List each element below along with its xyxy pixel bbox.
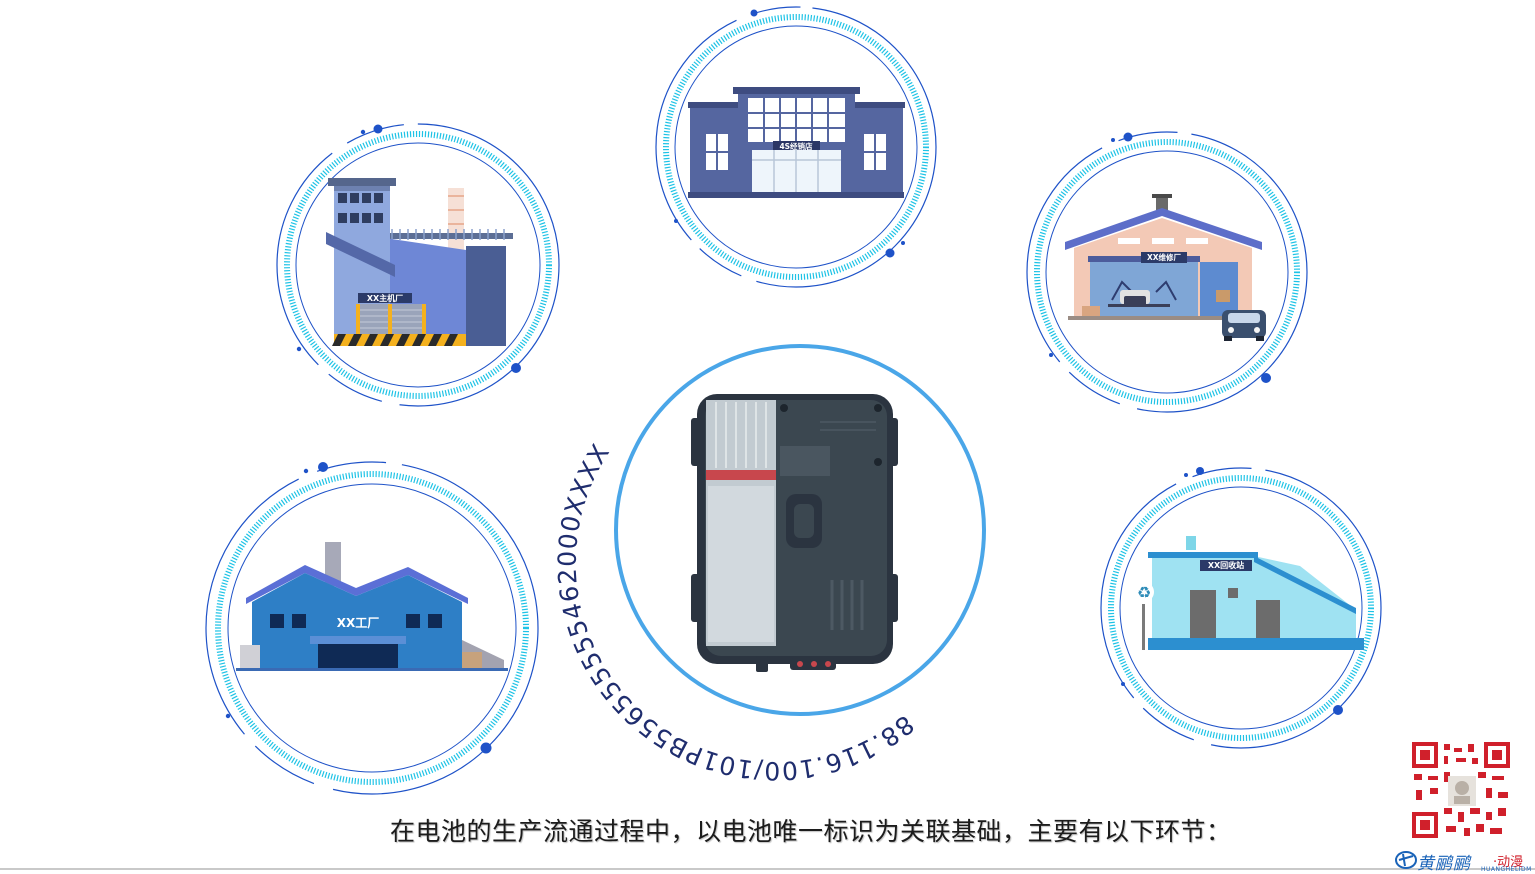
brand-name: 黄鹂鹂 xyxy=(1417,854,1471,874)
ring-host-factory xyxy=(276,123,560,407)
ring-factory xyxy=(205,461,539,795)
host-factory-building: XX主机厂 xyxy=(326,178,513,346)
repair-shop-label: XX维修厂 xyxy=(1147,252,1182,262)
factory-building: XX工厂 xyxy=(236,542,508,671)
brand-emblem-icon xyxy=(1395,851,1417,869)
ring-repair-shop xyxy=(1026,131,1308,413)
battery-node xyxy=(614,344,986,716)
recycle-station-label: XX回收站 xyxy=(1208,560,1244,570)
qr-code-icon xyxy=(1410,740,1512,840)
svg-text:♻: ♻ xyxy=(1137,583,1151,602)
brand-suffix: ·动漫 xyxy=(1493,855,1524,870)
ring-recycle-station xyxy=(1100,467,1382,749)
ring-dealer xyxy=(655,6,937,288)
factory-label: XX工厂 xyxy=(337,616,380,630)
brand-logo: 黄鹂鹂 ·动漫 HUANGHELIDM xyxy=(1395,846,1535,874)
bottom-divider xyxy=(0,868,1535,870)
host-factory-label: XX主机厂 xyxy=(367,293,403,303)
recycle-station-building: ♻ XX回收站 xyxy=(1134,536,1364,650)
car-icon xyxy=(1222,310,1266,341)
caption-text: 在电池的生产流通过程中，以电池唯一标识为关联基础，主要有以下环节： xyxy=(390,817,1232,846)
dealer-label: 4S经销店 xyxy=(779,141,813,151)
brand-subtitle: HUANGHELIDM xyxy=(1481,866,1532,873)
dealer-building: 4S经销店 xyxy=(688,87,905,198)
repair-shop-building: XX维修厂 xyxy=(1065,194,1266,341)
recycle-icon: ♻ xyxy=(1134,582,1154,602)
